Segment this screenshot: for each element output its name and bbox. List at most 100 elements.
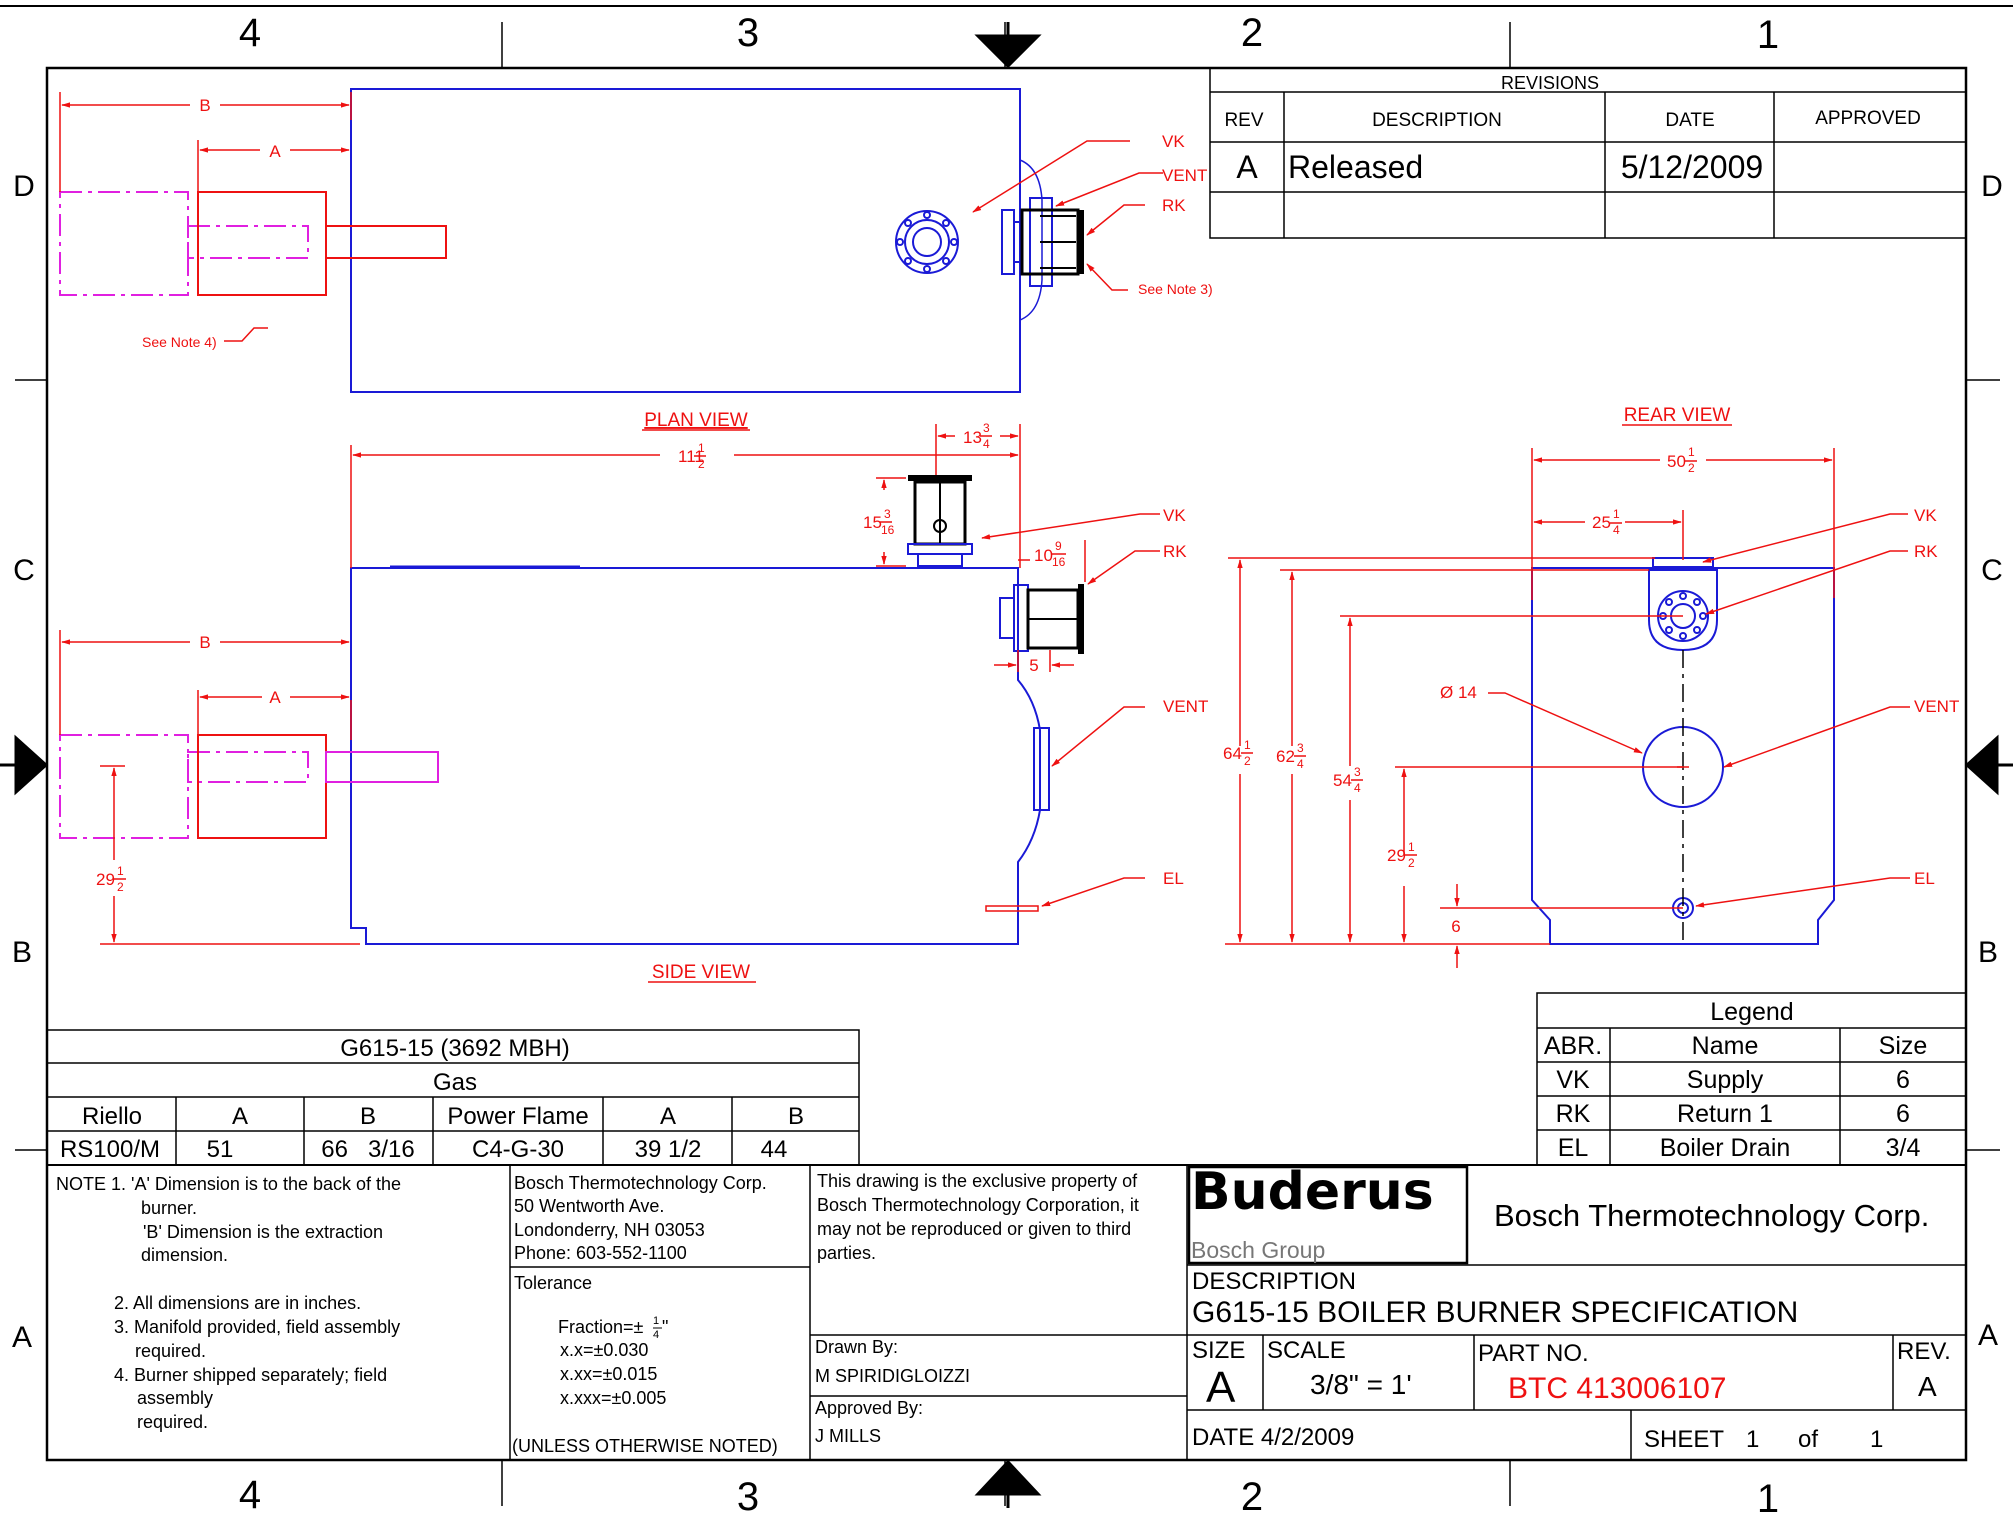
svg-text:3: 3	[1354, 765, 1361, 779]
sheet-number: 1	[1746, 1426, 1759, 1453]
buderus-logo: Buderus	[1191, 1162, 1434, 1222]
svg-text:4: 4	[983, 437, 990, 451]
cell: C4-G-30	[472, 1136, 564, 1163]
cell: 44	[761, 1136, 788, 1163]
border-labels: 4 3 2 1 4 3 2 1 D C B A D C B A	[12, 11, 2003, 1521]
side-view: B A VK RK VENT EL 111 1 2 13 3 4 15 3 16…	[59, 421, 1208, 983]
el-label: EL	[1163, 869, 1184, 888]
note-line: NOTE 1. 'A' Dimension is to the back of …	[56, 1174, 401, 1194]
drawn-by: M SPIRIDIGLOIZZI	[815, 1366, 970, 1386]
address-line: 50 Wentworth Ave.	[514, 1196, 664, 1216]
rk-label: RK	[1163, 542, 1187, 561]
cell: 66 3/16	[321, 1136, 414, 1163]
svg-text:1: 1	[1613, 507, 1620, 521]
size-value: A	[1206, 1363, 1236, 1412]
svg-text:1: 1	[698, 441, 705, 455]
vk-label: VK	[1163, 506, 1186, 525]
row-label: C	[1981, 554, 2003, 587]
address-line: Londonderry, NH 03053	[514, 1220, 705, 1240]
note-line: required.	[137, 1412, 208, 1432]
svg-text:1: 1	[1408, 840, 1415, 854]
cell: RS100/M	[60, 1136, 160, 1163]
dim-64-1-2: 64	[1223, 744, 1242, 763]
dim-length: 111	[678, 447, 704, 466]
description-label: DESCRIPTION	[1192, 1268, 1356, 1295]
legend-header: Size	[1879, 1032, 1928, 1060]
note-line: 'B' Dimension is the extraction	[143, 1222, 383, 1242]
note-line: required.	[135, 1341, 206, 1361]
col-header: Power Flame	[447, 1103, 588, 1130]
dim-25-1-4: 25	[1592, 513, 1611, 532]
rk-fitting-icon	[1001, 197, 1084, 287]
dim-62-3-4: 62	[1276, 747, 1295, 766]
sheet-total: 1	[1870, 1426, 1883, 1453]
col-label: 1	[1757, 1477, 1779, 1521]
property-line: may not be reproduced or given to third	[817, 1219, 1131, 1239]
col-label: 4	[239, 11, 261, 55]
svg-text:4: 4	[653, 1329, 659, 1341]
svg-text:16: 16	[1052, 555, 1066, 569]
sheet-label: SHEET	[1644, 1426, 1724, 1453]
dim-10-9-16: 10	[1034, 546, 1053, 565]
scale-value: 3/8" = 1'	[1310, 1369, 1412, 1400]
vent-label: VENT	[1162, 166, 1207, 185]
legend-size: 3/4	[1886, 1134, 1921, 1162]
vk-label: VK	[1162, 132, 1185, 151]
property-line: This drawing is the exclusive property o…	[817, 1171, 1138, 1191]
legend-header: ABR.	[1544, 1032, 1602, 1060]
rear-view-title: REAR VIEW	[1624, 405, 1731, 426]
vk-flange-icon	[895, 210, 959, 274]
approved-header: APPROVED	[1815, 108, 1921, 129]
col-label: 1	[1757, 13, 1779, 57]
revisions-table: REVISIONS REV DESCRIPTION DATE APPROVED …	[1209, 67, 1967, 239]
note-line: 3. Manifold provided, field assembly	[114, 1317, 400, 1337]
rev-description: Released	[1288, 149, 1423, 185]
col-header: A	[660, 1103, 676, 1130]
svg-text:4: 4	[1613, 523, 1620, 537]
col-header: B	[360, 1103, 376, 1130]
legend-abbr: RK	[1556, 1100, 1591, 1128]
approved-by-label: Approved By:	[815, 1398, 923, 1418]
note-line: assembly	[137, 1388, 213, 1408]
drawing-date: DATE 4/2/2009	[1192, 1424, 1354, 1451]
svg-text:1: 1	[1688, 445, 1695, 459]
drawn-by-label: Drawn By:	[815, 1337, 898, 1357]
col-header: Riello	[82, 1103, 142, 1130]
legend-title: Legend	[1710, 998, 1793, 1026]
note-line: 4. Burner shipped separately; field	[114, 1365, 387, 1385]
col-label: 2	[1241, 1475, 1263, 1519]
diameter-label: Ø 14	[1440, 683, 1477, 702]
legend-name: Boiler Drain	[1660, 1134, 1791, 1162]
approved-by: J MILLS	[815, 1426, 881, 1446]
svg-text:3: 3	[983, 421, 990, 435]
legend-name: Supply	[1687, 1066, 1764, 1094]
legend-size: 6	[1896, 1066, 1910, 1094]
svg-text:16: 16	[881, 523, 895, 537]
dim-b-label: B	[199, 96, 210, 115]
address-line: Bosch Thermotechnology Corp.	[514, 1173, 767, 1193]
dim-29-1-2: 29	[96, 870, 115, 889]
svg-text:1: 1	[117, 864, 124, 878]
legend-header: Name	[1692, 1032, 1759, 1060]
rev-value: A	[1918, 1371, 1937, 1402]
svg-text:2: 2	[698, 457, 705, 471]
fuel-type: Gas	[433, 1069, 477, 1096]
drawing-description: G615-15 BOILER BURNER SPECIFICATION	[1192, 1296, 1798, 1329]
vent-label: VENT	[1163, 697, 1208, 716]
scale-label: SCALE	[1267, 1337, 1346, 1364]
part-label: PART NO.	[1478, 1340, 1589, 1367]
burner-table-title: G615-15 (3692 MBH)	[340, 1035, 569, 1062]
note3-label: See Note 3)	[1138, 281, 1213, 297]
address-line: Phone: 603-552-1100	[514, 1243, 687, 1263]
description-header: DESCRIPTION	[1372, 110, 1502, 131]
note-line: dimension.	[141, 1245, 228, 1265]
company-name: Bosch Thermotechnology Corp.	[1494, 1198, 1929, 1233]
tolerance-line: x.x=±0.030	[560, 1340, 648, 1360]
property-line: parties.	[817, 1243, 876, 1263]
row-label: B	[1978, 936, 1998, 969]
col-header: A	[232, 1103, 248, 1130]
vk-label: VK	[1914, 506, 1937, 525]
rev-label: REV.	[1897, 1338, 1951, 1365]
dim-a-label: A	[269, 142, 281, 161]
rev-date: 5/12/2009	[1621, 149, 1763, 185]
